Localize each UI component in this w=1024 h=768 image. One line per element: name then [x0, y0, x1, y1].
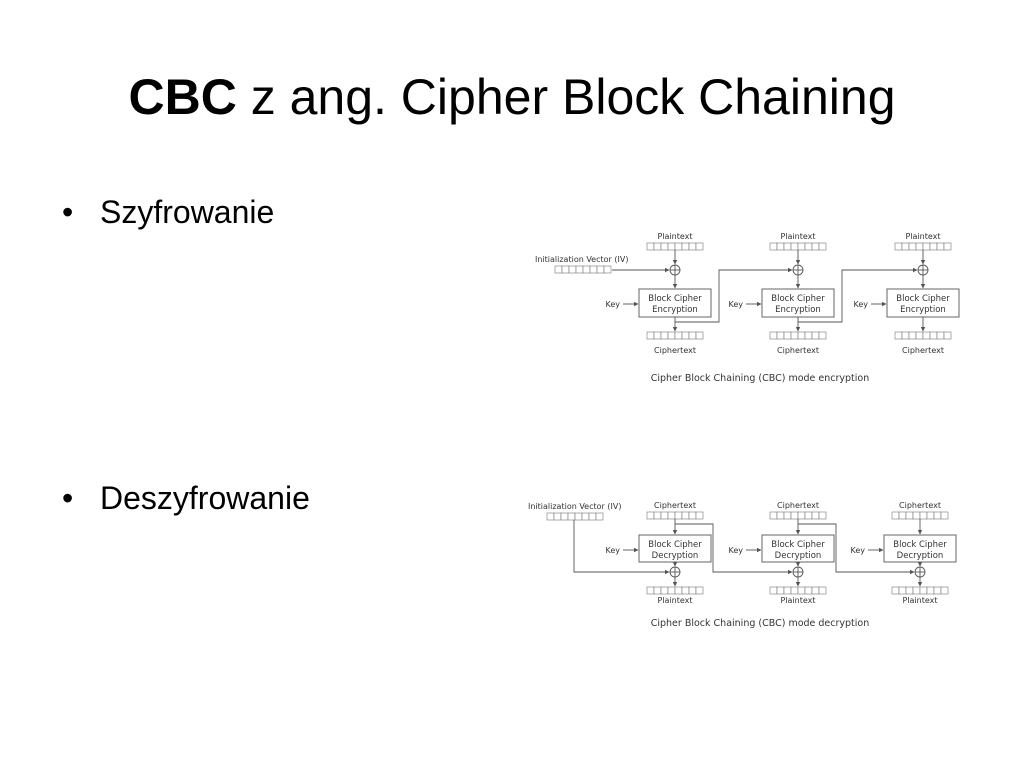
ciphertext-register [769, 331, 827, 340]
plaintext-label: Plaintext [780, 596, 815, 605]
xor-icon [669, 264, 681, 276]
bullet-encryption: • Szyfrowanie [62, 192, 274, 232]
xor-icon [669, 566, 681, 578]
block-label-line1: Block Cipher [893, 540, 947, 550]
ciphertext-register [891, 511, 949, 520]
block-label-line2: Encryption [775, 305, 821, 315]
ciphertext-label: Ciphertext [777, 501, 819, 510]
decryption-caption: Cipher Block Chaining (CBC) mode decrypt… [651, 618, 870, 629]
key-label: Key [605, 546, 620, 555]
plaintext-label: Plaintext [905, 232, 940, 241]
plaintext-register [891, 586, 949, 595]
chain-arrow [798, 267, 918, 323]
title-text: z ang. Cipher Block Chaining [236, 69, 896, 125]
plaintext-label: Plaintext [657, 232, 692, 241]
iv-register [546, 512, 604, 521]
bullet-text: Szyfrowanie [100, 194, 275, 230]
iv-label: Initialization Vector (IV) [528, 502, 621, 511]
key-label: Key [853, 300, 868, 309]
key-label: Key [605, 300, 620, 309]
plaintext-label: Plaintext [657, 596, 692, 605]
block-label-line1: Block Cipher [896, 294, 950, 304]
block-label-line1: Block Cipher [771, 540, 825, 550]
block-label-line2: Decryption [775, 551, 822, 561]
key-label: Key [728, 546, 743, 555]
plaintext-register [646, 242, 704, 251]
xor-icon [917, 264, 929, 276]
block-label-line2: Decryption [652, 551, 699, 561]
iv-arrow [573, 520, 670, 575]
block-label-line2: Encryption [900, 305, 946, 315]
ciphertext-register [646, 331, 704, 340]
block-label-line1: Block Cipher [771, 294, 825, 304]
key-label: Key [728, 300, 743, 309]
key-label: Key [850, 546, 865, 555]
plaintext-register [646, 586, 704, 595]
bullet-text: Deszyfrowanie [100, 480, 310, 516]
ciphertext-register [646, 511, 704, 520]
iv-register [554, 265, 612, 274]
block-label-line2: Decryption [897, 551, 944, 561]
bullet-marker: • [62, 480, 74, 516]
ciphertext-label: Ciphertext [902, 346, 944, 355]
chain-arrow [798, 523, 915, 575]
bullet-decryption: • Deszyfrowanie [62, 478, 310, 518]
ciphertext-label: Ciphertext [899, 501, 941, 510]
xor-icon [914, 566, 926, 578]
block-label-line1: Block Cipher [648, 540, 702, 550]
chain-arrow [675, 267, 793, 323]
ciphertext-register [894, 331, 952, 340]
xor-icon [792, 566, 804, 578]
bullet-marker: • [62, 194, 74, 230]
cbc-encryption-diagram: Initialization Vector (IV)PlaintextBlock… [535, 232, 960, 384]
plaintext-register [769, 586, 827, 595]
plaintext-label: Plaintext [780, 232, 815, 241]
chain-arrow [675, 523, 793, 575]
slide-title: CBC z ang. Cipher Block Chaining [0, 62, 1024, 132]
plaintext-label: Plaintext [902, 596, 937, 605]
block-label-line1: Block Cipher [648, 294, 702, 304]
xor-icon [792, 264, 804, 276]
block-label-line2: Encryption [652, 305, 698, 315]
encryption-caption: Cipher Block Chaining (CBC) mode encrypt… [651, 373, 870, 384]
title-acronym: CBC [128, 69, 237, 125]
ciphertext-label: Ciphertext [654, 346, 696, 355]
ciphertext-label: Ciphertext [654, 501, 696, 510]
ciphertext-label: Ciphertext [777, 346, 819, 355]
cbc-decryption-diagram: Initialization Vector (IV)CiphertextBloc… [528, 501, 957, 629]
iv-label: Initialization Vector (IV) [535, 255, 628, 264]
plaintext-register [894, 242, 952, 251]
plaintext-register [769, 242, 827, 251]
ciphertext-register [769, 511, 827, 520]
